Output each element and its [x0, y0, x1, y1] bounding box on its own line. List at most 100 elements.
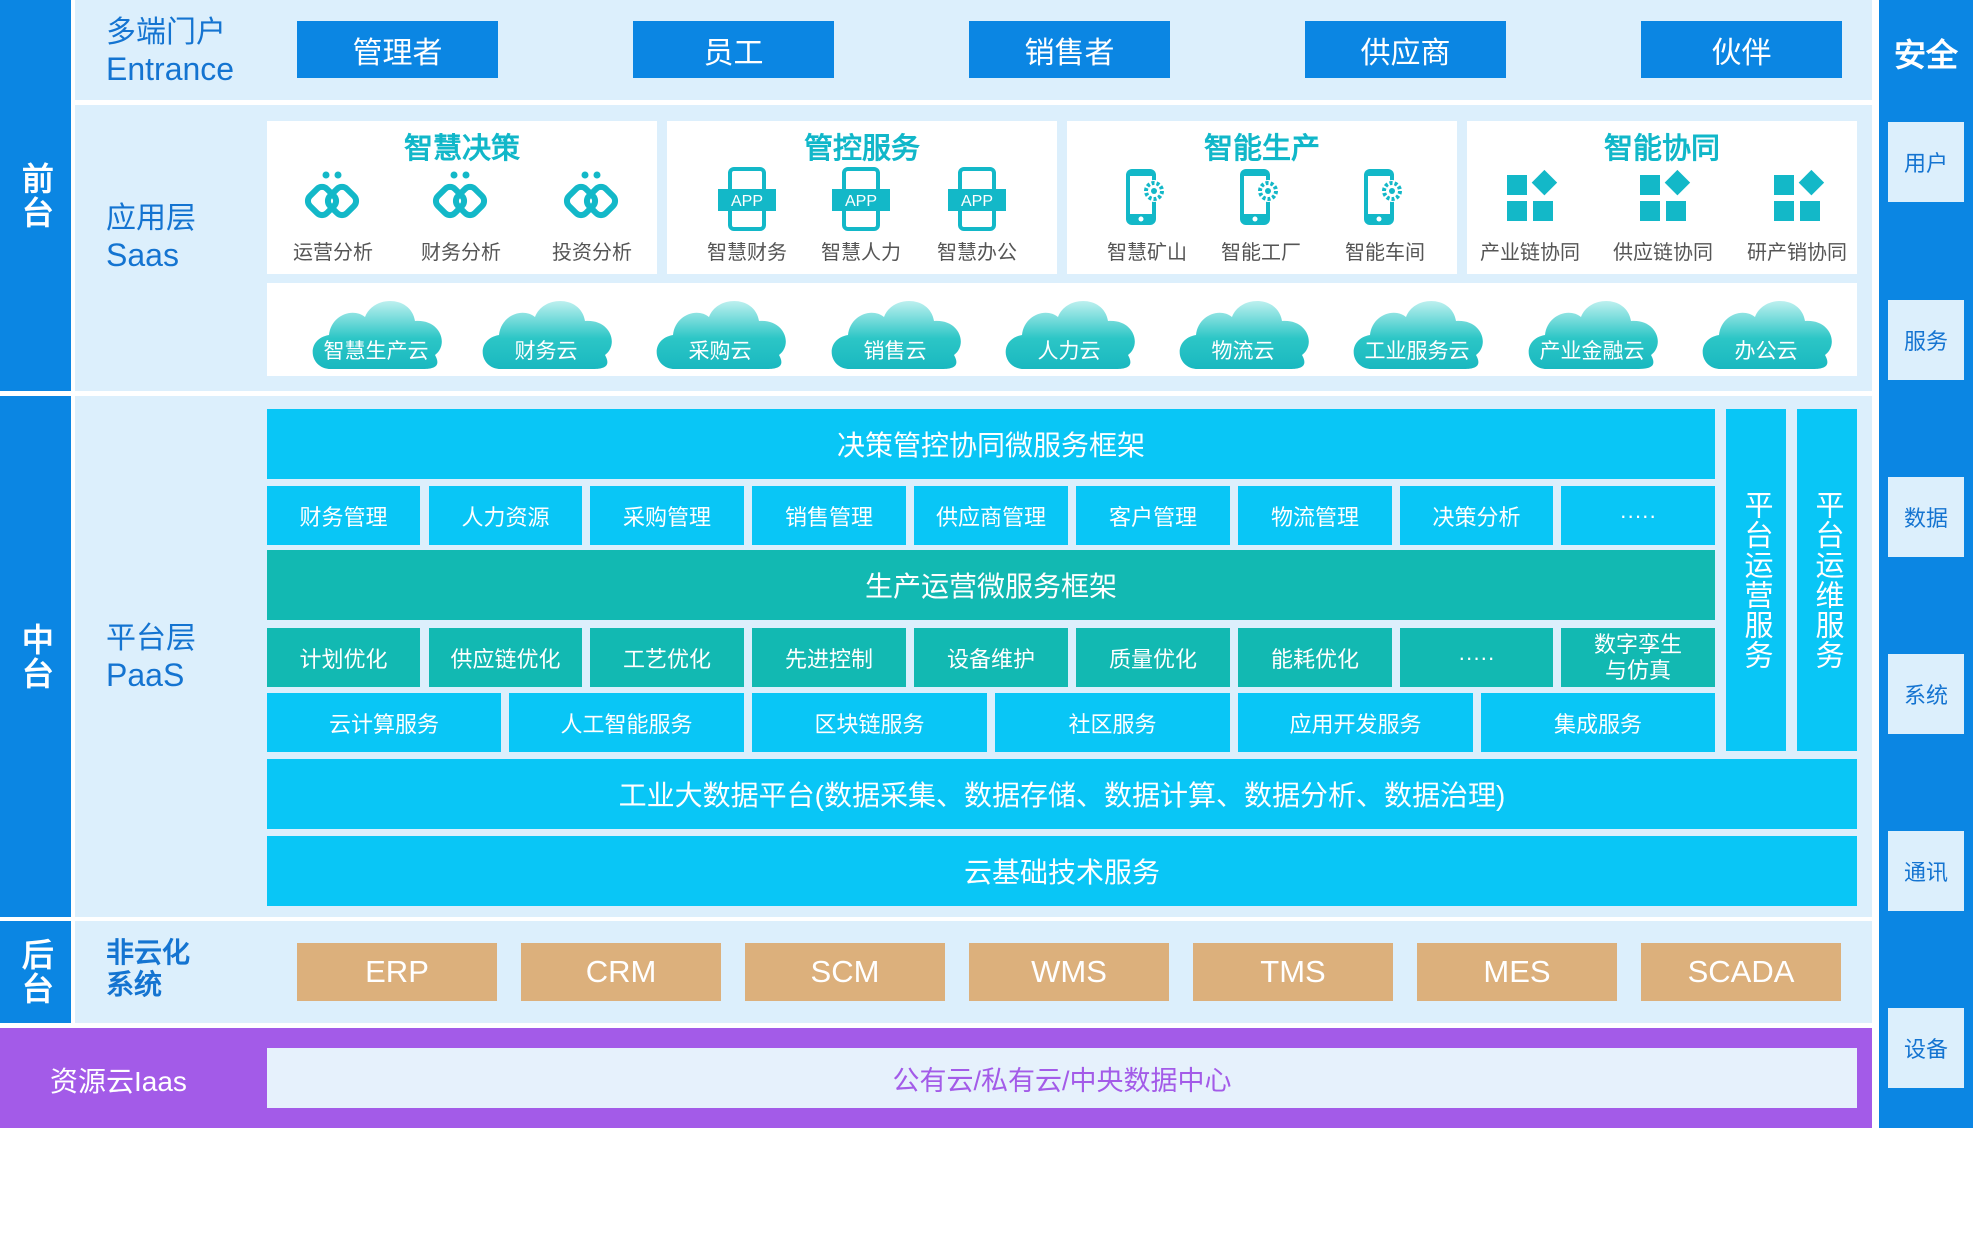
cloud-label: 工业服务云	[1364, 340, 1470, 363]
paas-label: 平台层 PaaS	[106, 622, 196, 693]
app-item-label: 财务分析	[421, 242, 501, 264]
iaas-content[interactable]: 公有云/私有云/中央数据中心	[267, 1048, 1857, 1108]
service-hr[interactable]: 人力资源	[429, 486, 582, 545]
security-communication[interactable]: 通讯	[1888, 831, 1964, 911]
cloud-icon	[656, 300, 786, 369]
portal-button-employee[interactable]: 员工	[633, 21, 834, 78]
service-supply-chain[interactable]: 供应链优化	[429, 628, 582, 687]
phone-gear-icon	[1240, 169, 1279, 225]
service-maintenance[interactable]: 设备维护	[914, 628, 1068, 687]
cloud-item[interactable]: 采购云	[647, 293, 793, 371]
service-sales[interactable]: 销售管理	[752, 486, 906, 545]
service-blockchain[interactable]: 区块链服务	[752, 693, 987, 752]
service-cloud-computing[interactable]: 云计算服务	[267, 693, 501, 752]
service-digital-twin[interactable]: 数字孪生 与仿真	[1561, 628, 1715, 687]
decision-framework-bar[interactable]: 决策管控协同微服务框架	[267, 409, 1715, 479]
cloud-item[interactable]: 销售云	[822, 293, 968, 371]
tier-front-label: 前台	[17, 161, 54, 230]
service-finance[interactable]: 财务管理	[267, 486, 420, 545]
service-decision-analysis[interactable]: 决策分析	[1400, 486, 1553, 545]
cloud-label: 产业金融云	[1539, 340, 1645, 363]
app-item[interactable]: 财务分析	[401, 161, 521, 271]
app-item[interactable]: 研产销协同	[1737, 161, 1857, 271]
cloud-icon	[1702, 300, 1832, 369]
paas-label-en: PaaS	[106, 656, 185, 693]
service-ai[interactable]: 人工智能服务	[509, 693, 744, 752]
app-icon: APP	[832, 167, 890, 231]
cloud-icon	[1353, 300, 1483, 369]
iaas-label: 资源云Iaas	[50, 1066, 187, 1097]
security-data[interactable]: 数据	[1888, 477, 1964, 557]
app-item[interactable]: 智慧矿山	[1087, 161, 1207, 271]
service-planning[interactable]: 计划优化	[267, 628, 420, 687]
security-user[interactable]: 用户	[1888, 122, 1964, 202]
app-item-label: 投资分析	[552, 242, 632, 264]
app-item[interactable]: 智能工厂	[1201, 161, 1321, 271]
cloud-item[interactable]: 智慧生产云	[303, 293, 449, 371]
service-integration[interactable]: 集成服务	[1481, 693, 1715, 752]
app-item[interactable]: APP 智慧人力	[801, 161, 921, 271]
app-item[interactable]: APP 智慧办公	[917, 161, 1037, 271]
app-item[interactable]: 供应链协同	[1603, 161, 1723, 271]
service-quality[interactable]: 质量优化	[1076, 628, 1230, 687]
portal-button-partner[interactable]: 伙伴	[1641, 21, 1842, 78]
industrial-bigdata-platform[interactable]: 工业大数据平台(数据采集、数据存储、数据计算、数据分析、数据治理)	[267, 759, 1857, 829]
platform-operation-label: 平台运营服务	[1740, 490, 1772, 670]
cloud-item[interactable]: 工业服务云	[1344, 293, 1490, 371]
security-device[interactable]: 设备	[1888, 1008, 1964, 1088]
cloud-item[interactable]: 办公云	[1693, 293, 1839, 371]
cloud-icon	[312, 300, 442, 369]
system-wms[interactable]: WMS	[969, 943, 1169, 1001]
security-title: 安全	[1893, 37, 1958, 73]
app-item[interactable]: APP 智慧财务	[687, 161, 807, 271]
service-more-2[interactable]: ·····	[1400, 628, 1553, 687]
service-purchase[interactable]: 采购管理	[590, 486, 744, 545]
production-framework-bar[interactable]: 生产运营微服务框架	[267, 550, 1715, 620]
service-community[interactable]: 社区服务	[995, 693, 1230, 752]
app-item[interactable]: 投资分析	[532, 161, 652, 271]
platform-operation-service[interactable]: 平台运营服务	[1726, 409, 1786, 751]
cloud-label: 人力云	[1037, 340, 1101, 363]
system-tms[interactable]: TMS	[1193, 943, 1393, 1001]
service-process[interactable]: 工艺优化	[590, 628, 744, 687]
app-item[interactable]: 智能车间	[1325, 161, 1445, 271]
service-app-dev[interactable]: 应用开发服务	[1238, 693, 1473, 752]
group-title: 智慧决策	[403, 133, 520, 165]
noncloud-label: 非云化 系统	[106, 937, 190, 1001]
tier-front: 前台	[0, 0, 71, 391]
portal-button-manager[interactable]: 管理者	[297, 21, 498, 78]
cloud-icon	[482, 300, 612, 369]
cloud-label: 智慧生产云	[323, 340, 429, 363]
app-item-label: 供应链协同	[1613, 242, 1713, 264]
cloud-item[interactable]: 人力云	[996, 293, 1142, 371]
system-scm[interactable]: SCM	[745, 943, 945, 1001]
system-scada[interactable]: SCADA	[1641, 943, 1841, 1001]
system-crm[interactable]: CRM	[521, 943, 721, 1001]
service-more[interactable]: ·····	[1561, 486, 1715, 545]
service-logistics[interactable]: 物流管理	[1238, 486, 1392, 545]
service-customer[interactable]: 客户管理	[1076, 486, 1230, 545]
blocks-icon	[1640, 169, 1691, 221]
portal-button-supplier[interactable]: 供应商	[1305, 21, 1506, 78]
cloud-base-service[interactable]: 云基础技术服务	[267, 836, 1857, 906]
cloud-item[interactable]: 物流云	[1170, 293, 1316, 371]
portal-button-seller[interactable]: 销售者	[969, 21, 1170, 78]
app-item[interactable]: 产业链协同	[1470, 161, 1590, 271]
app-icon: APP	[948, 167, 1006, 231]
service-energy[interactable]: 能耗优化	[1238, 628, 1392, 687]
app-item-label: 智慧办公	[937, 242, 1017, 264]
platform-maintenance-service[interactable]: 平台运维服务	[1797, 409, 1857, 751]
service-supplier[interactable]: 供应商管理	[914, 486, 1068, 545]
group-title: 管控服务	[803, 133, 920, 165]
service-advanced-control[interactable]: 先进控制	[752, 628, 906, 687]
cloud-item[interactable]: 财务云	[473, 293, 619, 371]
app-item[interactable]: 运营分析	[273, 161, 393, 271]
cloud-item[interactable]: 产业金融云	[1519, 293, 1665, 371]
security-service[interactable]: 服务	[1888, 300, 1964, 380]
security-system[interactable]: 系统	[1888, 654, 1964, 734]
system-erp[interactable]: ERP	[297, 943, 497, 1001]
system-mes[interactable]: MES	[1417, 943, 1617, 1001]
app-item-label: 智能车间	[1345, 242, 1425, 264]
app-group-collaboration: 智能协同 产业链协同 供应链协同 研产销协同	[1467, 121, 1857, 274]
link-icon	[432, 171, 488, 219]
